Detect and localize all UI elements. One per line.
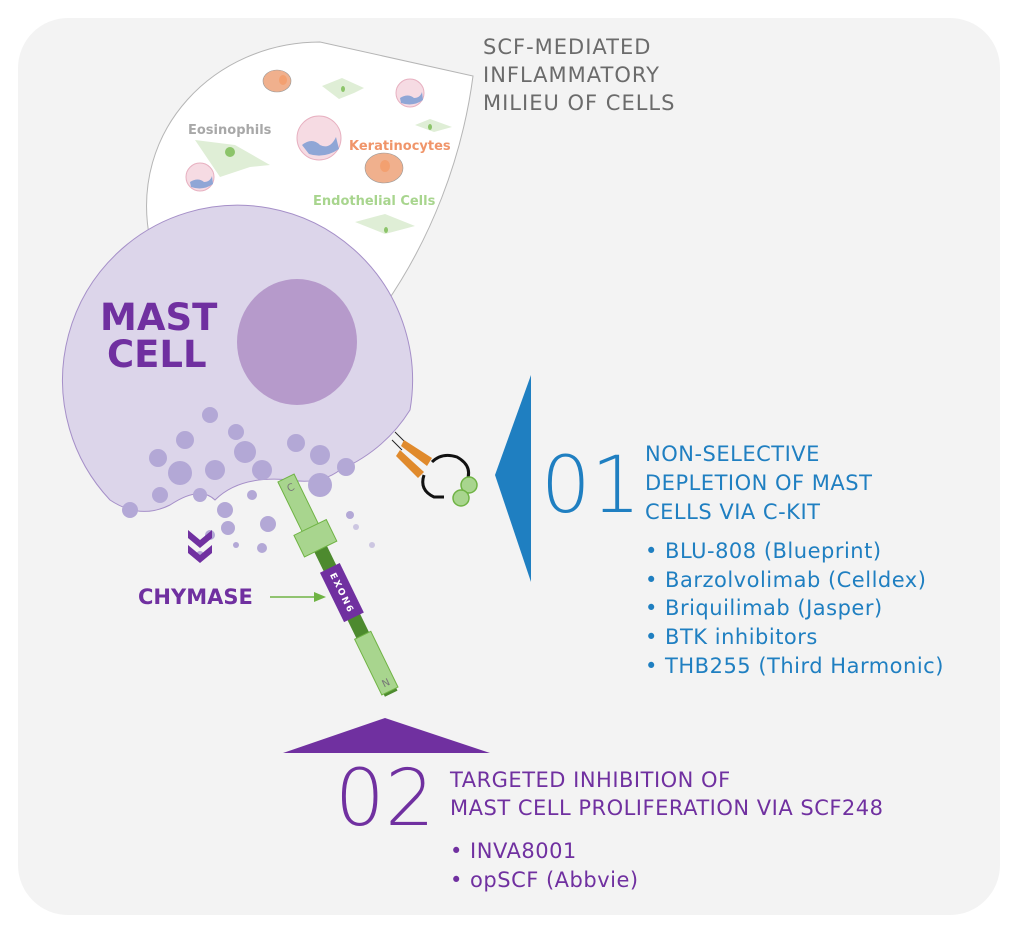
section1-pointer (495, 375, 531, 582)
antibody-icon (391, 431, 478, 507)
arrow-right-icon (270, 592, 326, 602)
bullet-item: • INVA8001 (450, 839, 577, 863)
bullet-item: • opSCF (Abbvie) (450, 868, 639, 892)
mast-cell-label: MAST CELL (100, 296, 230, 376)
section2-heading: TARGETED INHIBITION OF MAST CELL PROLIFE… (449, 768, 884, 820)
bullet-item: • BTK inhibitors (645, 625, 818, 649)
mast-cell: MAST CELL (62, 204, 414, 559)
section2-bullets: • INVA8001 • opSCF (Abbvie) (450, 839, 639, 892)
milieu-bubble: Eosinophils Keratinocytes Endothelial Ce… (146, 41, 474, 306)
section2-number: 02 (335, 754, 435, 844)
bullet-item: • THB255 (Third Harmonic) (645, 654, 944, 678)
bullet-item: • Barzolvolimab (Celldex) (645, 568, 926, 592)
section1-bullets: • BLU-808 (Blueprint) • Barzolvolimab (C… (645, 539, 944, 678)
keratinocytes-label: Keratinocytes (349, 139, 451, 154)
endothelial-cells-label: Endothelial Cells (313, 194, 436, 209)
bullet-item: • BLU-808 (Blueprint) (645, 539, 882, 563)
eosinophils-label: Eosinophils (188, 123, 272, 138)
bullet-item: • Briquilimab (Jasper) (645, 596, 883, 620)
granules (122, 407, 375, 559)
section1-number: 01 (541, 441, 641, 531)
keratinocyte-cell (364, 152, 404, 184)
eosinophil-cell (185, 78, 425, 192)
nucleus (237, 279, 357, 405)
section1-heading: NON-SELECTIVE DEPLETION OF MAST CELLS VI… (645, 442, 880, 524)
c-terminus-label: C (285, 482, 296, 495)
ckit-receptor: C N EXON6 (277, 473, 399, 697)
keratinocyte-cell (262, 69, 292, 93)
chymase-label: CHYMASE (138, 585, 253, 609)
milieu-title: SCF-MEDIATED INFLAMMATORY MILIEU OF CELL… (483, 35, 675, 115)
n-terminus-label: N (380, 675, 392, 688)
endothelial-cell (195, 78, 452, 234)
chevron-down-icon (188, 530, 212, 563)
section2-pointer (283, 718, 490, 753)
